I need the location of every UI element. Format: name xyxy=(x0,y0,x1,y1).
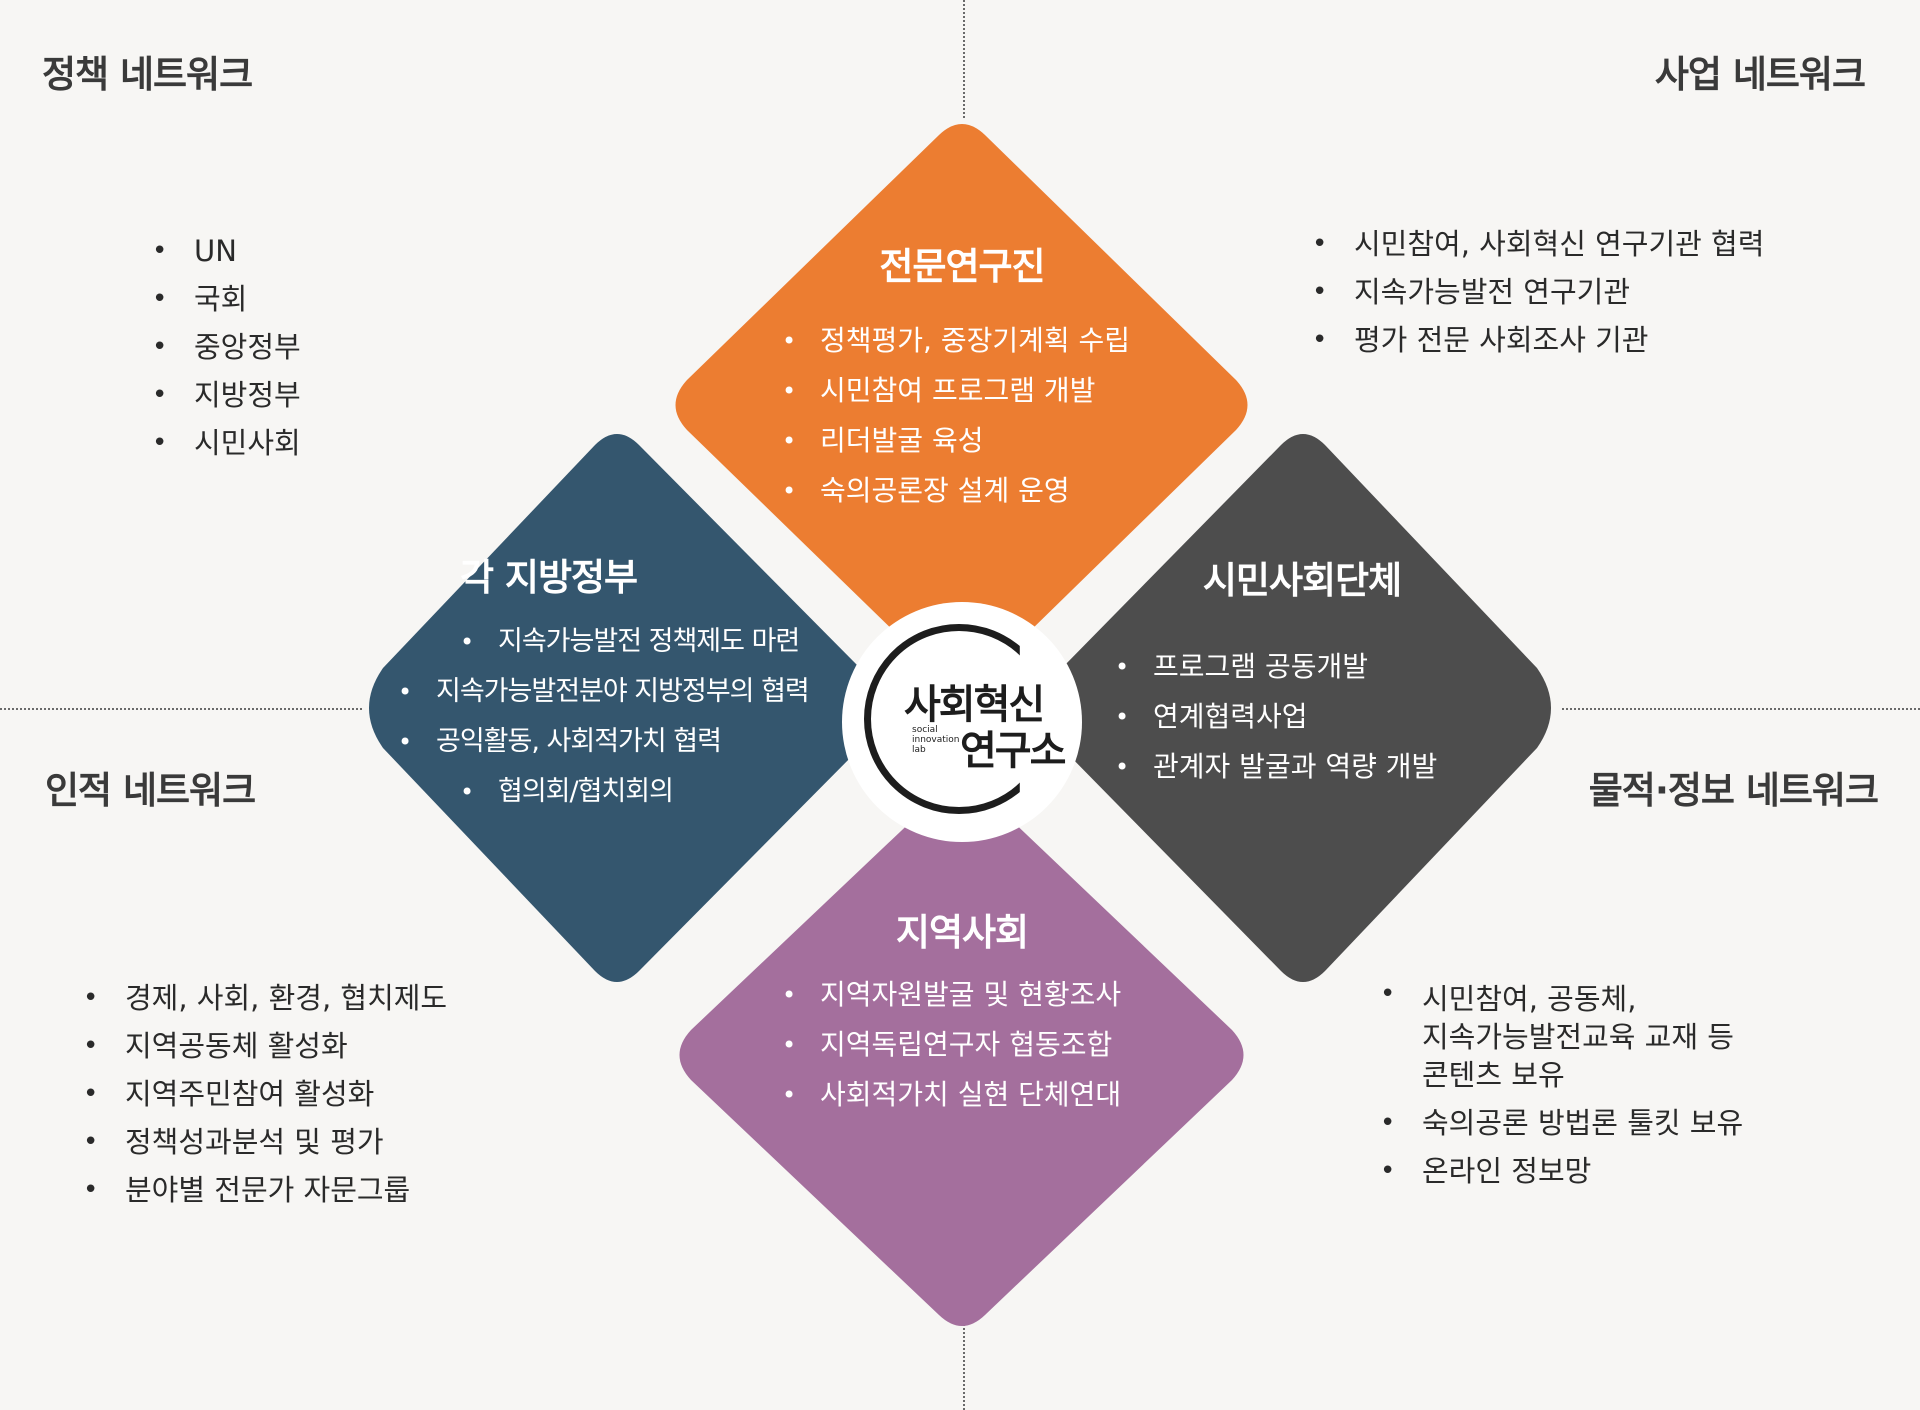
top-diamond-list: 정책평가, 중장기계획 수립 시민참여 프로그램 개발 리더발굴 육성 숙의공론… xyxy=(782,316,1130,516)
left-diamond-list: 지속가능발전 정책제도 마련 지속가능발전분야 지방정부의 협력 공익활동, 사… xyxy=(398,617,810,817)
list-item: 지역공동체 활성화 xyxy=(83,1022,447,1070)
bottom-diamond-list: 지역자원발굴 및 현황조사 지역독립연구자 협동조합 사회적가치 실현 단체연대 xyxy=(782,970,1121,1120)
list-item: 지속가능발전 정책제도 마련 xyxy=(460,617,809,667)
list-item: 지속가능발전분야 지방정부의 협력 xyxy=(398,667,810,717)
top-diamond-title: 전문연구진 xyxy=(879,245,1045,288)
list-item: 정책성과분석 및 평가 xyxy=(83,1118,447,1166)
list-item: 지속가능발전 연구기관 xyxy=(1312,268,1764,316)
list-item: 국회 xyxy=(152,275,301,323)
list-item: UN xyxy=(152,227,301,275)
list-item: 공익활동, 사회적가치 협력 xyxy=(398,717,809,767)
right-diamond-title: 시민사회단체 xyxy=(1202,559,1402,602)
material-network-title: 물적·정보 네트워크 xyxy=(1588,769,1879,812)
human-network-list: 경제, 사회, 환경, 협치제도 지역공동체 활성화 지역주민참여 활성화 정책… xyxy=(83,974,447,1214)
list-item: 사회적가치 실현 단체연대 xyxy=(782,1070,1121,1120)
list-item: 관계자 발굴과 역량 개발 xyxy=(1115,742,1437,792)
list-item: 분야별 전문가 자문그룹 xyxy=(83,1166,447,1214)
business-network-list: 시민참여, 사회혁신 연구기관 협력 지속가능발전 연구기관 평가 전문 사회조… xyxy=(1312,220,1764,364)
list-item: 숙의공론장 설계 운영 xyxy=(782,466,1130,516)
policy-network-list: UN 국회 중앙정부 지방정부 시민사회 xyxy=(152,227,301,467)
social-innovation-lab-logo: 사회혁신 social innovation lab 연구소 xyxy=(842,602,1082,842)
list-item: 시민사회 xyxy=(152,419,301,467)
list-item: 평가 전문 사회조사 기관 xyxy=(1312,316,1764,364)
right-diamond-list: 프로그램 공동개발 연계협력사업 관계자 발굴과 역량 개발 xyxy=(1115,642,1437,792)
list-item: 온라인 정보망 xyxy=(1380,1147,1743,1195)
list-item: 지역독립연구자 협동조합 xyxy=(782,1020,1121,1070)
list-item: 프로그램 공동개발 xyxy=(1115,642,1437,692)
policy-network-title: 정책 네트워크 xyxy=(42,53,253,96)
list-item: 시민참여, 공동체, 지속가능발전교육 교재 등 콘텐츠 보유 xyxy=(1380,975,1743,1099)
list-item: 지역주민참여 활성화 xyxy=(83,1070,447,1118)
list-item: 중앙정부 xyxy=(152,323,301,371)
logo-text-line2: 연구소 xyxy=(960,728,1066,774)
logo-small-text: social innovation lab xyxy=(912,725,960,755)
list-item: 연계협력사업 xyxy=(1115,692,1437,742)
logo-text-line1: 사회혁신 xyxy=(904,682,1045,728)
list-item: 숙의공론 방법론 툴킷 보유 xyxy=(1380,1099,1743,1147)
vertical-divider-bottom xyxy=(963,1305,965,1410)
material-network-list: 시민참여, 공동체, 지속가능발전교육 교재 등 콘텐츠 보유 숙의공론 방법론… xyxy=(1380,975,1743,1195)
list-item: 지방정부 xyxy=(152,371,301,419)
vertical-divider-top xyxy=(963,0,965,118)
list-item: 시민참여, 사회혁신 연구기관 협력 xyxy=(1312,220,1764,268)
left-diamond-title: 각 지방정부 xyxy=(460,556,638,599)
horizontal-divider-left xyxy=(0,708,362,710)
bottom-diamond-title: 지역사회 xyxy=(895,911,1029,954)
list-item: 협의회/협치회의 xyxy=(460,767,809,817)
logo-ring xyxy=(864,624,1020,814)
list-item: 경제, 사회, 환경, 협치제도 xyxy=(83,974,447,1022)
horizontal-divider-right xyxy=(1562,708,1920,710)
list-item: 리더발굴 육성 xyxy=(782,416,1130,466)
list-item: 정책평가, 중장기계획 수립 xyxy=(782,316,1130,366)
list-item: 지역자원발굴 및 현황조사 xyxy=(782,970,1121,1020)
business-network-title: 사업 네트워크 xyxy=(1654,53,1866,96)
list-item: 시민참여 프로그램 개발 xyxy=(782,366,1130,416)
human-network-title: 인적 네트워크 xyxy=(45,769,256,812)
